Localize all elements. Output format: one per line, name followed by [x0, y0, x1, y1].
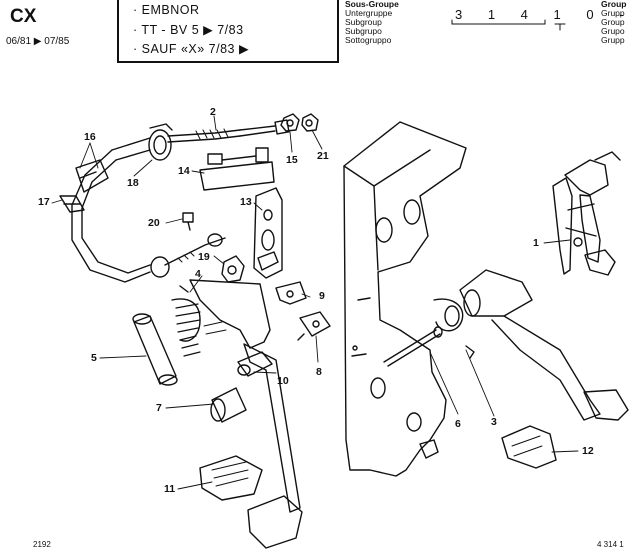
applicability-line-2: · TT - BV 5 ▶ 7/83 [133, 23, 244, 37]
model-title: CX [10, 6, 37, 27]
callout-18: 18 [127, 177, 139, 189]
applicability-box: · EMBNOR · TT - BV 5 ▶ 7/83 · SAUF «X» 7… [117, 0, 339, 63]
subgroup-number: 3 1 4 1 0 - [455, 7, 631, 22]
part-17-end-fitting [59, 195, 85, 213]
group-label-2: Grupp [601, 8, 625, 18]
clutch-pedal-pad [247, 495, 303, 549]
pedal-box-housing [343, 121, 467, 477]
callout-3: 3 [491, 416, 497, 428]
part-8-switch [297, 311, 331, 341]
subgroup-label-de: Untergruppe [345, 8, 393, 18]
part-13-mounting-plate [253, 187, 283, 279]
part-10-bush [237, 351, 273, 377]
footer-right-code: 4 314 1 [597, 540, 624, 549]
part-20-bolt [182, 212, 194, 231]
callout-1: 1 [533, 237, 539, 249]
callout-13: 13 [240, 196, 252, 208]
part-7-spacer [210, 387, 247, 423]
part-12-brake-pad [501, 425, 557, 469]
inner-cable-end [164, 233, 226, 266]
part-4-return-spring [171, 285, 201, 357]
part-5-spring-sleeve [132, 313, 178, 386]
part-2-clutch-cable [167, 119, 290, 143]
part-19-pivot-nut [221, 255, 245, 283]
callout-17: 17 [38, 196, 50, 208]
part-9-lever [275, 281, 307, 305]
group-label-1: Group [601, 0, 627, 9]
part-16-18-sheath [71, 123, 173, 283]
part-11-pedal-pad [199, 455, 263, 501]
callout-5: 5 [91, 352, 97, 364]
callout-19: 19 [198, 251, 210, 263]
brake-pedal [459, 269, 629, 421]
callout-4: 4 [195, 268, 201, 280]
callout-10: 10 [277, 375, 289, 387]
subgroup-label-it: Sottogruppo [345, 35, 392, 45]
group-label-4: Grupo [601, 26, 625, 36]
callout-21: 21 [317, 150, 329, 162]
callout-12: 12 [582, 445, 594, 457]
part-1-inset-assembly [552, 151, 621, 276]
callout-2: 2 [210, 106, 216, 118]
leader-lines [51, 115, 579, 490]
footer-left-code: 2192 [33, 540, 51, 549]
subgroup-label-en: Subgroup [345, 17, 382, 27]
callout-11: 11 [164, 483, 176, 495]
callout-15: 15 [286, 154, 298, 166]
part-21-nut [301, 113, 319, 132]
applicability-line-3: · SAUF «X» 7/83 ▶ [133, 42, 250, 56]
callout-6: 6 [455, 418, 461, 430]
part-15-nut [280, 113, 300, 132]
subgroup-label-fr: Sous-Groupe [345, 0, 399, 9]
group-label-5: Grupp [601, 35, 625, 45]
production-period: 06/81 ▶ 07/85 [6, 36, 70, 47]
callout-16: 16 [84, 131, 96, 143]
callout-14: 14 [178, 165, 190, 177]
callout-20: 20 [148, 217, 160, 229]
part-14-switch-bracket [199, 147, 275, 191]
subgroup-underline [451, 19, 566, 31]
callout-7: 7 [156, 402, 162, 414]
applicability-line-1: · EMBNOR [133, 3, 200, 17]
subgroup-label-es: Subgrupo [345, 26, 382, 36]
clutch-pedal-arm [189, 279, 301, 513]
callout-8: 8 [316, 366, 322, 378]
group-label-3: Group [601, 17, 625, 27]
part-6-pivot-shaft [383, 298, 464, 367]
callout-9: 9 [319, 290, 325, 302]
